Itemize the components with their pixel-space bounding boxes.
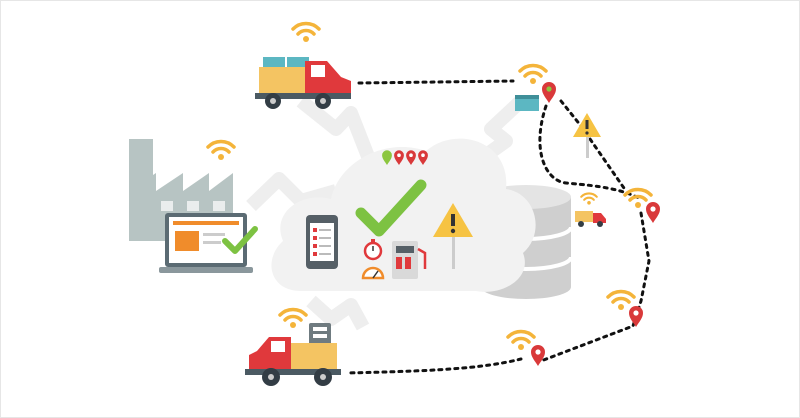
delivery-truck-icon (245, 323, 341, 386)
wifi-icon (580, 192, 598, 206)
wifi-icon (278, 307, 308, 330)
location-pin-icon (382, 150, 428, 165)
wifi-icon (518, 63, 548, 86)
box-icon (515, 95, 539, 111)
wifi-icon (606, 289, 636, 312)
check-icon (222, 226, 258, 254)
fuel-pump-icon (392, 241, 427, 279)
stopwatch-icon (363, 239, 383, 261)
smartphone-icon (306, 215, 338, 269)
laptop-icon (159, 213, 253, 273)
location-pin-icon (542, 82, 556, 103)
wifi-icon (506, 329, 536, 352)
wifi-icon (206, 139, 236, 162)
location-pin-icon (646, 202, 660, 223)
wifi-icon (291, 21, 321, 44)
check-icon (355, 179, 427, 237)
warning-icon (433, 203, 473, 269)
gauge-icon (361, 266, 385, 280)
location-pin-icon (531, 345, 545, 366)
delivery-truck-icon (575, 211, 606, 227)
location-pin-icon (629, 306, 643, 327)
warning-icon (573, 113, 601, 158)
delivery-truck-icon (255, 57, 351, 109)
